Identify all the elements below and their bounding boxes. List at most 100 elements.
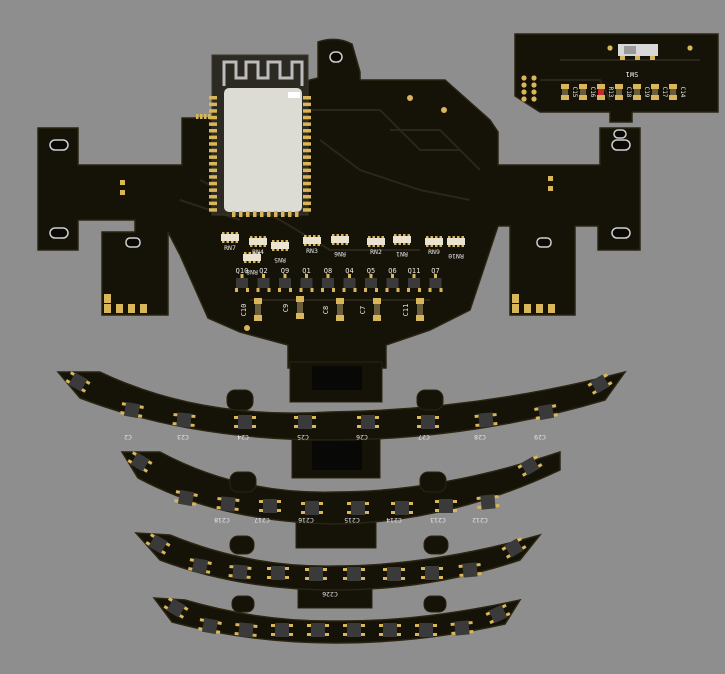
solder-pad — [308, 244, 311, 246]
silkscreen-label: C218 — [214, 516, 230, 524]
solder-pad — [121, 402, 127, 406]
solder-pad — [517, 464, 523, 469]
led-body — [191, 557, 209, 575]
solder-pad — [307, 624, 311, 627]
solder-pad — [222, 241, 225, 243]
solder-pad — [383, 577, 387, 580]
solder-pad — [407, 288, 410, 292]
led — [435, 499, 457, 513]
component-body — [562, 89, 568, 95]
solder-pad — [561, 95, 569, 100]
header-pad — [531, 89, 537, 95]
solder-pad — [597, 95, 605, 100]
smd-component: C15 — [561, 84, 578, 100]
solder-pad — [285, 567, 289, 570]
led — [307, 623, 329, 637]
led-body — [298, 415, 312, 429]
solder-pad — [281, 249, 284, 251]
solder-pad — [303, 135, 311, 140]
solder-pad — [175, 490, 181, 494]
solder-pad — [196, 114, 199, 119]
component-body — [670, 89, 676, 95]
transistor-body — [257, 278, 270, 288]
solder-pad — [435, 236, 438, 238]
solder-pad — [401, 577, 405, 580]
solder-pad — [373, 298, 381, 304]
solder-pad — [304, 244, 307, 246]
solder-pad — [259, 245, 262, 247]
solder-pad — [332, 288, 335, 292]
solder-pad — [353, 288, 357, 292]
resistor-network: RN5 — [271, 240, 289, 264]
solder-pad — [398, 234, 401, 236]
silkscreen-label: C216 — [298, 516, 314, 524]
solder-pad — [257, 252, 260, 254]
resistor-network: RN3 — [303, 235, 321, 255]
wifi-module-marker — [288, 92, 300, 98]
solder-pad — [235, 288, 238, 292]
solder-pad — [260, 211, 264, 217]
solder-pad — [323, 568, 327, 571]
solder-pad — [235, 232, 238, 234]
led-body — [395, 501, 409, 515]
solder-pad — [172, 422, 177, 426]
silkscreen-label: Q1 — [302, 267, 310, 275]
led — [127, 451, 153, 473]
solder-pad — [294, 425, 298, 428]
silkscreen-label: C212 — [472, 516, 488, 524]
silkscreen-label: C10 — [240, 304, 248, 317]
led-body — [263, 499, 277, 513]
transistor-body — [365, 278, 377, 288]
solder-pad — [209, 181, 217, 186]
solder-pad — [469, 630, 474, 634]
transistor-body — [408, 278, 420, 288]
solder-pad — [417, 425, 421, 428]
led — [417, 415, 439, 429]
wifi-module-shield — [224, 88, 302, 212]
led — [485, 603, 511, 625]
led — [383, 567, 405, 581]
led-body — [68, 372, 88, 392]
led — [305, 567, 327, 581]
led-body — [201, 617, 219, 635]
solder-pad — [426, 245, 429, 247]
solder-pad — [250, 245, 253, 247]
slide-switch[interactable]: SW1 — [618, 44, 658, 78]
wifi-module — [211, 54, 309, 216]
solder-pad — [409, 511, 413, 514]
solder-pad — [548, 304, 555, 313]
solder-pad — [476, 496, 481, 500]
component-body — [616, 89, 622, 95]
via-pad — [687, 45, 693, 51]
solder-pad — [183, 606, 189, 611]
solder-pad — [163, 605, 169, 610]
solder-pad — [69, 371, 75, 376]
led-body — [537, 403, 555, 421]
solder-pad — [415, 624, 419, 627]
solder-pad — [234, 425, 238, 428]
solder-pad — [244, 261, 247, 263]
solder-pad — [603, 373, 609, 378]
solder-pad — [276, 240, 279, 242]
led-body — [238, 622, 254, 638]
solder-pad — [521, 472, 527, 477]
silkscreen-label: RN7 — [224, 244, 236, 252]
solder-pad — [397, 633, 401, 636]
rib-tabs — [226, 389, 449, 613]
solder-pad — [650, 56, 655, 60]
led — [198, 617, 222, 635]
wifi-module-pads — [209, 96, 311, 217]
solder-pad — [415, 633, 419, 636]
slide-switch-knob[interactable] — [624, 46, 636, 54]
solder-pad — [299, 288, 303, 292]
solder-pad — [277, 509, 281, 512]
solder-pad — [553, 413, 558, 417]
transistor: Q1 — [299, 267, 314, 292]
led-body — [238, 415, 252, 429]
solder-pad — [209, 195, 217, 199]
solder-pad — [579, 84, 587, 89]
solder-pad — [253, 211, 257, 217]
component-body — [598, 89, 604, 95]
capacitor-body — [337, 304, 343, 315]
